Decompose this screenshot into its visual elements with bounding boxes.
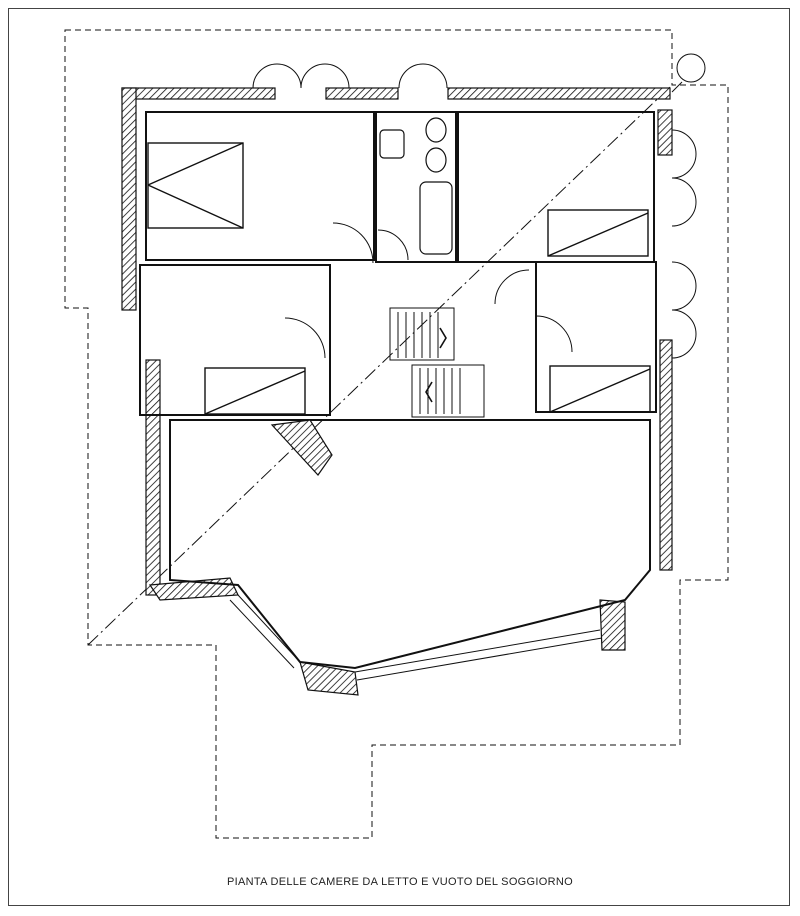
- interior-doors: [284, 222, 573, 359]
- staircase: [389, 307, 485, 418]
- interior-partitions: [139, 111, 657, 670]
- exterior-walls: [121, 87, 673, 696]
- plan-caption: PIANTA DELLE CAMERE DA LETTO E VUOTO DEL…: [227, 876, 573, 888]
- beds: [147, 142, 651, 415]
- bathroom-fixtures: [379, 117, 453, 255]
- chimney: [270, 419, 333, 476]
- glazed-facade: [229, 594, 603, 681]
- east-windows: [671, 129, 697, 359]
- drawing-frame: [8, 8, 790, 906]
- roof-outline: [64, 29, 729, 839]
- diagonal-axis: [87, 84, 673, 646]
- north-windows: [252, 53, 706, 93]
